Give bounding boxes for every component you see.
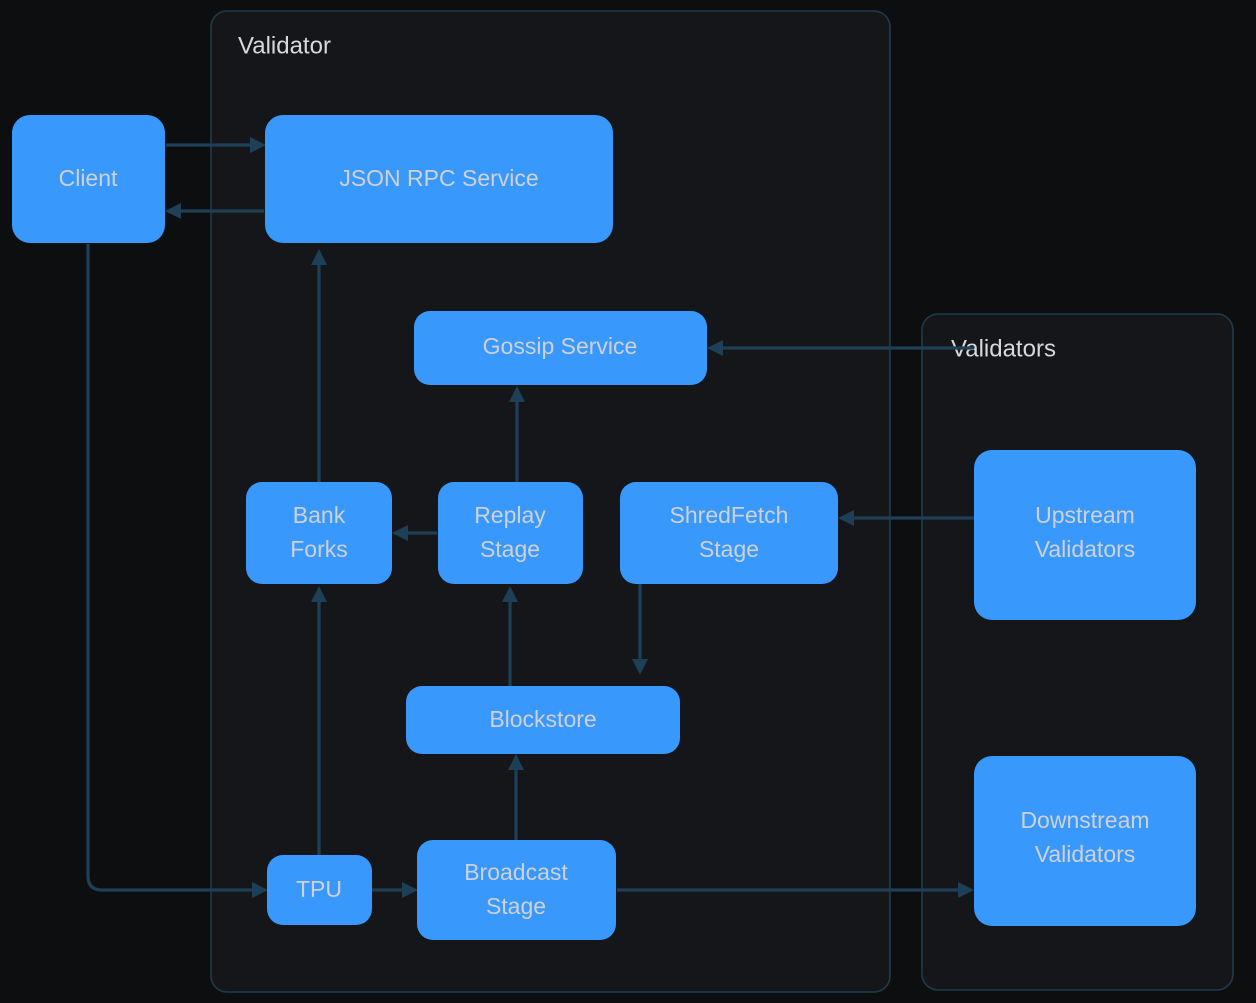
node-gossip-service[interactable]: Gossip Service [414, 311, 707, 385]
node-blockstore[interactable]: Blockstore [406, 686, 680, 754]
edge-blockstore-to-replay [502, 586, 518, 686]
arrowhead [502, 586, 518, 602]
arrowhead [311, 249, 327, 265]
node-replay-stage[interactable]: Replay Stage [438, 482, 583, 584]
arrowhead [509, 386, 525, 402]
arrowhead [707, 340, 723, 356]
arrowhead [838, 510, 854, 526]
node-upstream-validators[interactable]: Upstream Validators [974, 450, 1196, 620]
arrowhead [252, 882, 268, 898]
node-downstream-validators-box[interactable] [974, 756, 1196, 926]
node-broadcast-stage-label-line1: Broadcast [464, 859, 568, 885]
node-blockstore-box[interactable] [406, 686, 680, 754]
node-upstream-validators-label-line1: Upstream [1035, 502, 1135, 528]
arrowhead [250, 137, 266, 153]
arrowhead [311, 586, 327, 602]
edge-shredfetch-to-blockstore [632, 584, 648, 675]
node-upstream-validators-box[interactable] [974, 450, 1196, 620]
node-broadcast-stage[interactable]: Broadcast Stage [417, 840, 616, 940]
node-tpu-label: TPU [296, 876, 342, 902]
edge-broadcast-to-blockstore [508, 754, 524, 845]
node-blockstore-label: Blockstore [489, 706, 596, 732]
arrowhead [165, 203, 181, 219]
cluster-validator-label: Validator [238, 32, 331, 59]
node-json-rpc-service[interactable]: JSON RPC Service [265, 115, 613, 243]
edge-replay-to-bankforks [392, 525, 437, 541]
edge-tpu-to-bankforks [311, 586, 327, 862]
node-shredfetch-stage-label-line1: ShredFetch [670, 502, 789, 528]
edge-client-to-tpu [86, 244, 268, 898]
node-tpu[interactable]: TPU [267, 855, 372, 925]
node-replay-stage-label-line1: Replay [474, 502, 546, 528]
node-downstream-validators-label-line2: Validators [1035, 841, 1136, 867]
node-downstream-validators-label-line1: Downstream [1020, 807, 1149, 833]
node-downstream-validators[interactable]: Downstream Validators [974, 756, 1196, 926]
node-gossip-service-box[interactable] [414, 311, 707, 385]
node-gossip-service-label: Gossip Service [483, 333, 638, 359]
node-bank-forks-label-line2: Forks [290, 536, 348, 562]
node-shredfetch-stage-label-line2: Stage [699, 536, 759, 562]
node-replay-stage-label-line2: Stage [480, 536, 540, 562]
node-replay-stage-box[interactable] [438, 482, 583, 584]
node-bank-forks[interactable]: Bank Forks [246, 482, 392, 584]
node-client-label: Client [59, 165, 118, 191]
edge-bankforks-to-rpc [311, 249, 327, 482]
edge-upstream-to-gossip [707, 340, 974, 356]
edge-line [86, 244, 254, 892]
arrowhead [402, 882, 418, 898]
arrowhead [392, 525, 408, 541]
edge-replay-to-gossip [509, 386, 525, 482]
arrowhead [632, 659, 648, 675]
node-broadcast-stage-label-line2: Stage [486, 893, 546, 919]
arrowhead [958, 882, 974, 898]
node-json-rpc-service-box[interactable] [265, 115, 613, 243]
node-shredfetch-stage[interactable]: ShredFetch Stage [620, 482, 838, 584]
edge-tpu-to-broadcast [372, 882, 418, 898]
node-client-box[interactable] [12, 115, 165, 243]
node-bank-forks-label-line1: Bank [293, 502, 346, 528]
edge-upstream-to-shredfetch [838, 510, 974, 526]
node-bank-forks-box[interactable] [246, 482, 392, 584]
edge-client-to-rpc [166, 137, 266, 153]
node-broadcast-stage-box[interactable] [417, 840, 616, 940]
node-json-rpc-service-label: JSON RPC Service [339, 165, 538, 191]
node-client[interactable]: Client [12, 115, 165, 243]
edge-broadcast-to-downstream [617, 882, 974, 898]
node-shredfetch-stage-box[interactable] [620, 482, 838, 584]
node-upstream-validators-label-line2: Validators [1035, 536, 1136, 562]
edge-rpc-to-client [165, 203, 264, 219]
arrowhead [508, 754, 524, 770]
node-tpu-box[interactable] [267, 855, 372, 925]
